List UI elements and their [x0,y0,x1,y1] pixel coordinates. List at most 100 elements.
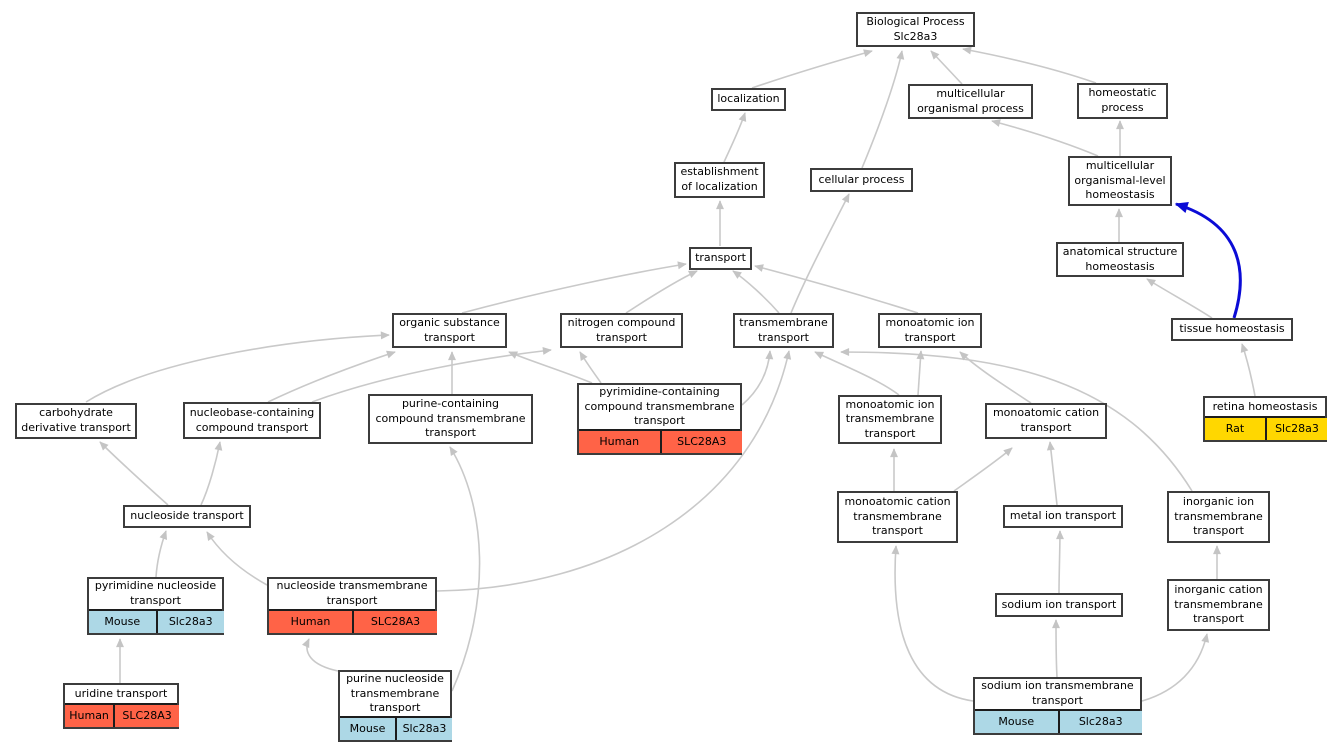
node-label: tissue homeostasis [1179,322,1285,336]
node-monoatomic_cation_tm[interactable]: monoatomic cation transmembrane transpor… [837,491,958,543]
node-tissue_homeostasis[interactable]: tissue homeostasis [1171,318,1293,341]
species-name[interactable]: Human [579,431,660,453]
node-label: nucleoside transmembrane transport [276,579,428,607]
edge-transmembrane-to-cellular_process [790,193,850,314]
node-purine_nucleoside_tm[interactable]: purine nucleoside transmembrane transpor… [338,670,452,742]
edge-nitrogen_compound-to-transport [625,270,698,314]
species-name[interactable]: Rat [1205,418,1265,440]
node-inorganic_cation_tm[interactable]: inorganic cation transmembrane transport [1167,579,1270,631]
node-label: pyrimidine-containing compound transmemb… [584,385,735,428]
node-inorganic_ion_tm[interactable]: inorganic ion transmembrane transport [1167,491,1270,543]
edge-sodium_ion_tm-to-monoatomic_cation_tm [891,545,974,702]
edge-mcol_homeostasis-to-mc_org_process [991,119,1099,157]
node-purine_compound_tm[interactable]: purine-containing compound transmembrane… [368,394,533,444]
node-label: purine-containing compound transmembrane… [375,397,526,440]
node-monoatomic_ion_tm[interactable]: monoatomic ion transmembrane transport [838,395,942,444]
node-label: localization [717,92,780,106]
node-nucleoside[interactable]: nucleoside transport [123,505,251,528]
node-label: uridine transport [74,686,168,700]
node-mcol_homeostasis[interactable]: multicellular organismal-level homeostas… [1068,156,1172,206]
edge-nucleoside_tm-to-transmembrane [436,350,792,592]
node-homeostatic_process[interactable]: homeostatic process [1077,83,1168,119]
edge-nucleoside-to-carbohydrate_derivative [99,441,169,506]
edge-monoatomic_ion_tm-to-transmembrane [814,351,900,396]
node-organic_substance[interactable]: organic substance transport [392,313,507,348]
node-est_localization[interactable]: establishment of localization [674,162,765,198]
node-sodium_ion[interactable]: sodium ion transport [995,593,1123,617]
node-label: monoatomic cation transport [992,406,1100,434]
node-label: retina homeostasis [1212,399,1318,413]
node-label: monoatomic ion transport [885,315,975,344]
edge-pyrimidine_compound_tm-to-transmembrane [741,350,774,406]
node-label: nucleobase-containing compound transport [189,405,315,434]
node-label: nitrogen compound transport [567,315,676,344]
node-cellular_process[interactable]: cellular process [810,168,913,192]
edge-sodium_ion-to-metal_ion [1056,530,1064,594]
node-label: sodium ion transport [1001,597,1117,611]
edge-transmembrane-to-transport [732,270,780,314]
gene-symbol[interactable]: Slc28a3 [1057,711,1142,733]
node-metal_ion[interactable]: metal ion transport [1003,505,1123,528]
node-mc_org_process[interactable]: multicellular organismal process [908,84,1033,119]
gene-symbol[interactable]: SLC28A3 [352,611,437,633]
edge-nucleoside_tm-to-nucleoside [206,531,268,586]
node-nitrogen_compound[interactable]: nitrogen compound transport [560,313,683,348]
node-carbohydrate_derivative[interactable]: carbohydrate derivative transport [15,403,137,439]
node-nucleobase_compound[interactable]: nucleobase-containing compound transport [183,402,321,439]
node-label: inorganic cation transmembrane transport [1174,583,1263,626]
gene-symbol[interactable]: Slc28a3 [1265,418,1327,440]
node-label: organic substance transport [399,315,500,344]
edge-sodium_ion_tm-to-inorganic_cation_tm [1141,633,1210,702]
edge-purine_nucleoside_tm-to-nucleoside_tm [302,638,339,672]
edge-purine_nucleoside_tm-to-purine_compound_tm [449,446,481,692]
node-monoatomic_ion[interactable]: monoatomic ion transport [878,313,982,348]
node-label: anatomical structure homeostasis [1062,244,1178,273]
edge-organic_substance-to-transport [461,261,687,314]
gene-symbol[interactable]: Slc28a3 [155,611,224,633]
species-name[interactable]: Mouse [89,611,156,633]
node-bp[interactable]: Biological Process Slc28a3 [856,12,975,47]
node-label: monoatomic ion transmembrane transport [845,397,935,440]
edge-localization-to-bp [751,49,873,89]
edge-est_localization-to-localization [723,112,747,163]
node-pyrimidine_compound_tm[interactable]: pyrimidine-containing compound transmemb… [577,383,742,455]
node-label: metal ion transport [1009,509,1117,523]
edge-nucleobase_compound-to-nitrogen_compound [311,346,552,403]
node-label: cellular process [818,172,905,186]
species-name[interactable]: Mouse [975,711,1058,733]
node-monoatomic_cation[interactable]: monoatomic cation transport [985,403,1107,439]
species-name[interactable]: Human [65,705,114,727]
edge-mc_org_process-to-bp [930,50,963,85]
species-name[interactable]: Mouse [340,718,395,740]
node-transport[interactable]: transport [689,247,752,270]
node-label: transport [695,251,746,265]
node-transmembrane[interactable]: transmembrane transport [733,313,834,348]
edge-nucleobase_compound-to-organic_substance [267,350,396,403]
node-label: sodium ion transmembrane transport [981,679,1134,707]
node-label: purine nucleoside transmembrane transpor… [346,672,444,715]
edge-pyrimidine_nucleoside-to-nucleoside [155,530,168,578]
edge-tissue_homeostasis-to-anat_homeostasis [1146,278,1213,319]
node-anat_homeostasis[interactable]: anatomical structure homeostasis [1056,242,1184,277]
gene-symbol[interactable]: SLC28A3 [113,705,179,727]
edge-retina_homeostasis-to-tissue_homeostasis [1240,343,1256,397]
edge-nucleoside-to-nucleobase_compound [200,441,223,506]
gene-symbol[interactable]: Slc28a3 [395,718,452,740]
node-label: transmembrane transport [739,315,828,344]
gene-symbol[interactable]: SLC28A3 [659,431,742,453]
species-name[interactable]: Human [269,611,352,633]
node-localization[interactable]: localization [711,88,786,111]
node-label: homeostatic process [1088,86,1157,114]
